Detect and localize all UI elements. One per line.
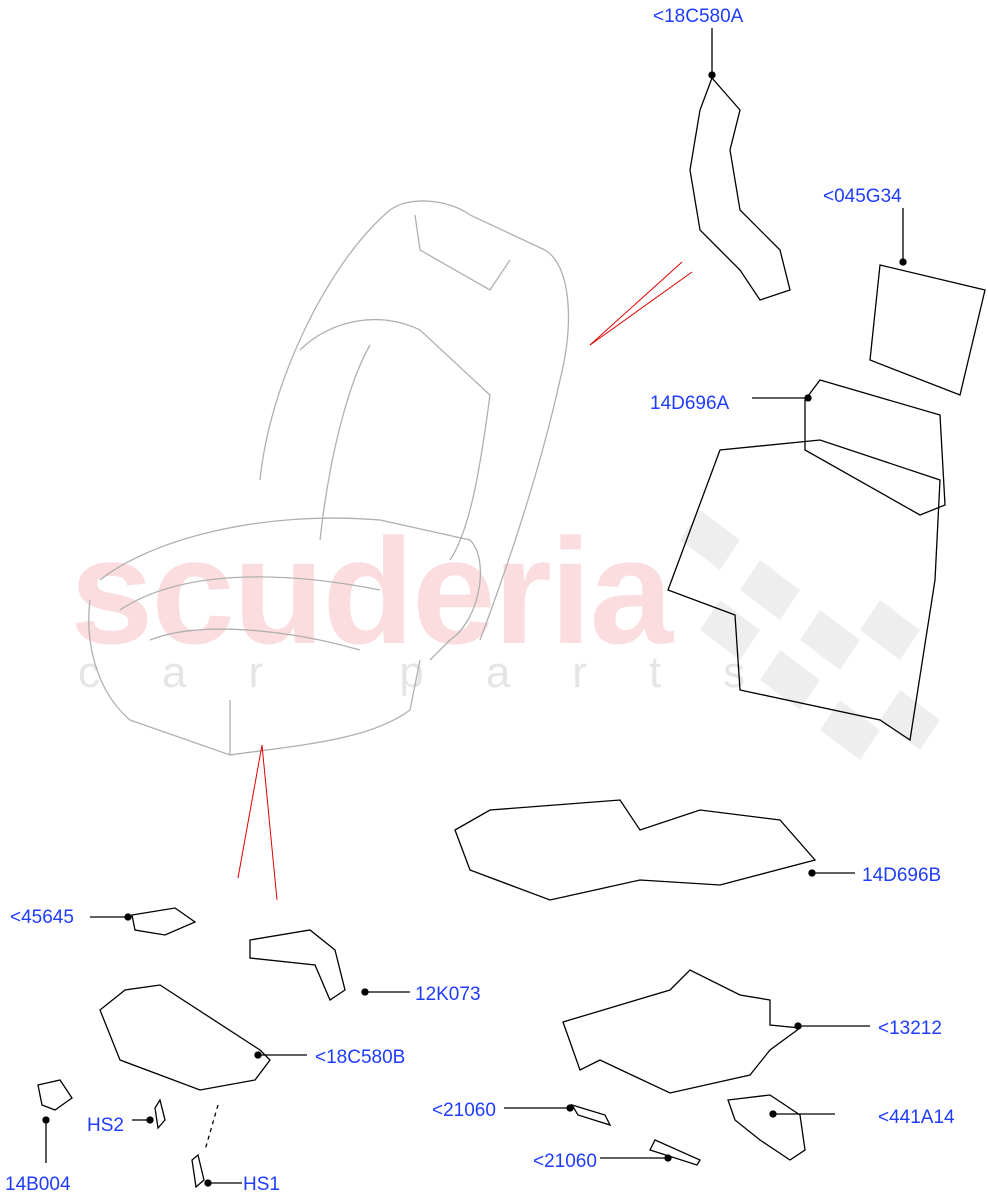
part-18C580A <box>689 76 791 301</box>
part-12K073 <box>249 929 346 1001</box>
seat-assembly <box>88 200 570 756</box>
part-HS1 <box>191 1153 205 1189</box>
watermark-checker <box>680 510 940 760</box>
part-441A14 <box>727 1094 806 1161</box>
part-18C580B <box>99 984 271 1091</box>
part-14D696A-top <box>804 379 946 516</box>
callout-21060-a[interactable]: <21060 <box>432 1100 496 1121</box>
callout-13212[interactable]: <13212 <box>878 1018 942 1039</box>
part-14B004 <box>37 1079 73 1111</box>
part-21060-b <box>649 1139 701 1166</box>
explode-lines <box>237 261 693 901</box>
part-HS2 <box>154 1098 166 1130</box>
callout-441A14[interactable]: <441A14 <box>878 1107 955 1128</box>
part-045G34 <box>869 264 986 396</box>
part-14D696A <box>667 439 941 742</box>
callout-045G34[interactable]: <045G34 <box>823 186 902 207</box>
leader-lines <box>42 28 907 1187</box>
watermark-subtitle: car parts <box>78 648 808 697</box>
callout-21060-b[interactable]: <21060 <box>533 1151 597 1172</box>
part-21060-a <box>570 1103 612 1127</box>
callout-14D696B[interactable]: 14D696B <box>862 865 942 886</box>
part-45645 <box>131 907 197 936</box>
callout-14B004[interactable]: 14B004 <box>5 1174 71 1195</box>
callout-12K073[interactable]: 12K073 <box>415 984 481 1005</box>
callout-HS2[interactable]: HS2 <box>87 1115 124 1136</box>
callout-14D696A[interactable]: 14D696A <box>650 393 730 414</box>
part-13212 <box>562 969 802 1094</box>
hs1-axis <box>204 1104 219 1151</box>
callout-18C580A[interactable]: <18C580A <box>653 6 744 27</box>
callout-45645[interactable]: <45645 <box>10 907 74 928</box>
watermark-logo: scuderia <box>70 507 673 675</box>
callout-HS1[interactable]: HS1 <box>243 1174 280 1195</box>
callout-18C580B[interactable]: <18C580B <box>315 1047 406 1068</box>
part-14D696B <box>454 799 817 901</box>
